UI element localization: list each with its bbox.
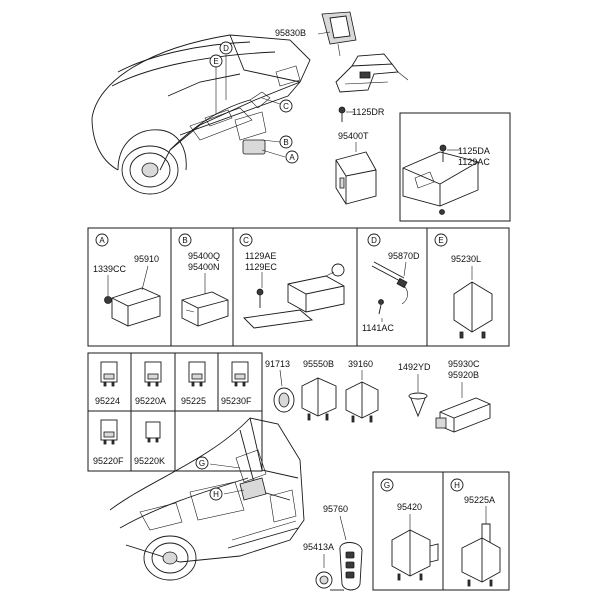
label-95920b: 95920B bbox=[448, 370, 479, 380]
box-b bbox=[170, 227, 234, 347]
box-1125da-group bbox=[399, 112, 511, 222]
svg-text:D: D bbox=[371, 236, 377, 245]
relay-95220k bbox=[145, 421, 161, 443]
relay-95224 bbox=[100, 361, 118, 387]
svg-text:D: D bbox=[223, 44, 229, 53]
callout-c-top: C bbox=[279, 99, 293, 113]
svg-text:B: B bbox=[182, 236, 187, 245]
part-95400t-unit bbox=[335, 151, 377, 205]
label-95230f: 95230F bbox=[221, 396, 252, 406]
part-95910-airbag-unit bbox=[104, 265, 161, 327]
label-95220f: 95220F bbox=[93, 456, 124, 466]
callout-d-box: D bbox=[367, 233, 381, 247]
relay-95220f bbox=[100, 419, 118, 445]
label-95413a: 95413A bbox=[303, 542, 334, 552]
label-95930c: 95930C bbox=[448, 359, 480, 369]
relay-95220a bbox=[144, 361, 162, 387]
label-95225a: 95225A bbox=[464, 495, 495, 505]
svg-text:A: A bbox=[99, 236, 105, 245]
svg-text:E: E bbox=[438, 236, 443, 245]
car-front-illustration bbox=[91, 34, 311, 195]
svg-text:H: H bbox=[454, 481, 460, 490]
svg-text:A: A bbox=[289, 153, 295, 162]
label-1492yd: 1492YD bbox=[398, 362, 431, 372]
part-39160-relay bbox=[345, 370, 379, 423]
part-95400q-unit bbox=[181, 273, 229, 327]
box-e bbox=[426, 227, 510, 347]
label-1129ae: 1129AE bbox=[245, 251, 276, 261]
label-95400n: 95400N bbox=[188, 262, 220, 272]
part-1125da-module bbox=[402, 151, 479, 215]
label-1129ec: 1129EC bbox=[245, 262, 277, 272]
svg-text:C: C bbox=[243, 236, 249, 245]
callout-e-top: E bbox=[209, 54, 223, 68]
svg-text:G: G bbox=[199, 459, 205, 468]
part-95830b-module bbox=[317, 11, 357, 57]
label-95220a: 95220A bbox=[135, 396, 166, 406]
callout-a-top: A bbox=[285, 150, 299, 164]
callout-d-top: D bbox=[219, 41, 233, 55]
label-95230l: 95230L bbox=[451, 254, 481, 264]
box-h bbox=[442, 471, 510, 591]
svg-text:C: C bbox=[283, 102, 289, 111]
callout-g-box: G bbox=[380, 478, 394, 492]
svg-text:H: H bbox=[213, 490, 219, 499]
label-95400q: 95400Q bbox=[188, 251, 220, 261]
svg-text:E: E bbox=[213, 57, 218, 66]
screw-1125da bbox=[439, 144, 460, 162]
label-1125da: 1125DA bbox=[458, 146, 490, 156]
callout-b-top: B bbox=[279, 135, 293, 149]
part-1129ae-module bbox=[243, 263, 345, 329]
callout-g-bottom: G bbox=[195, 456, 209, 470]
callout-b-box: B bbox=[178, 233, 192, 247]
svg-text:G: G bbox=[384, 481, 390, 490]
label-1339cc: 1339CC bbox=[93, 264, 127, 274]
callout-e-box: E bbox=[434, 233, 448, 247]
part-95225a-relay bbox=[461, 506, 501, 587]
label-95870d: 95870D bbox=[388, 251, 420, 261]
label-95225: 95225 bbox=[181, 396, 206, 406]
part-95230l-relay bbox=[453, 266, 493, 339]
part-95413a-ring bbox=[315, 554, 333, 589]
part-95760-key-fob bbox=[330, 515, 363, 591]
part-95930c-sensor bbox=[435, 382, 491, 433]
label-95910: 95910 bbox=[134, 254, 159, 264]
car-rear-illustration bbox=[109, 417, 305, 581]
part-91713-grommet bbox=[273, 369, 295, 413]
label-95760: 95760 bbox=[323, 504, 348, 514]
part-1492yd-clip bbox=[408, 374, 428, 418]
label-91713: 91713 bbox=[265, 359, 290, 369]
label-95220k: 95220K bbox=[134, 456, 165, 466]
relay-95225 bbox=[188, 361, 206, 387]
label-1125dr: 1125DR bbox=[352, 107, 385, 117]
callout-h-box: H bbox=[450, 478, 464, 492]
part-95550b-relay bbox=[301, 377, 337, 421]
callout-h-bottom: H bbox=[209, 487, 223, 501]
callout-c-box: C bbox=[239, 233, 253, 247]
callout-a-box: A bbox=[95, 233, 109, 247]
label-1129ac: 1129AC bbox=[458, 157, 490, 167]
label-95420: 95420 bbox=[397, 502, 422, 512]
label-95830b: 95830B bbox=[275, 28, 306, 38]
svg-text:B: B bbox=[283, 138, 288, 147]
part-95870d-sensor bbox=[371, 261, 408, 322]
label-1141ac: 1141AC bbox=[362, 323, 394, 333]
part-95420-relay bbox=[391, 514, 439, 581]
label-95400t: 95400T bbox=[338, 131, 369, 141]
label-95224: 95224 bbox=[95, 396, 120, 406]
label-95550b: 95550B bbox=[303, 359, 334, 369]
relay-95230f bbox=[231, 361, 249, 387]
part-bracket-assembly bbox=[335, 53, 409, 93]
label-39160: 39160 bbox=[348, 359, 373, 369]
bolt-1125dr bbox=[338, 106, 354, 122]
